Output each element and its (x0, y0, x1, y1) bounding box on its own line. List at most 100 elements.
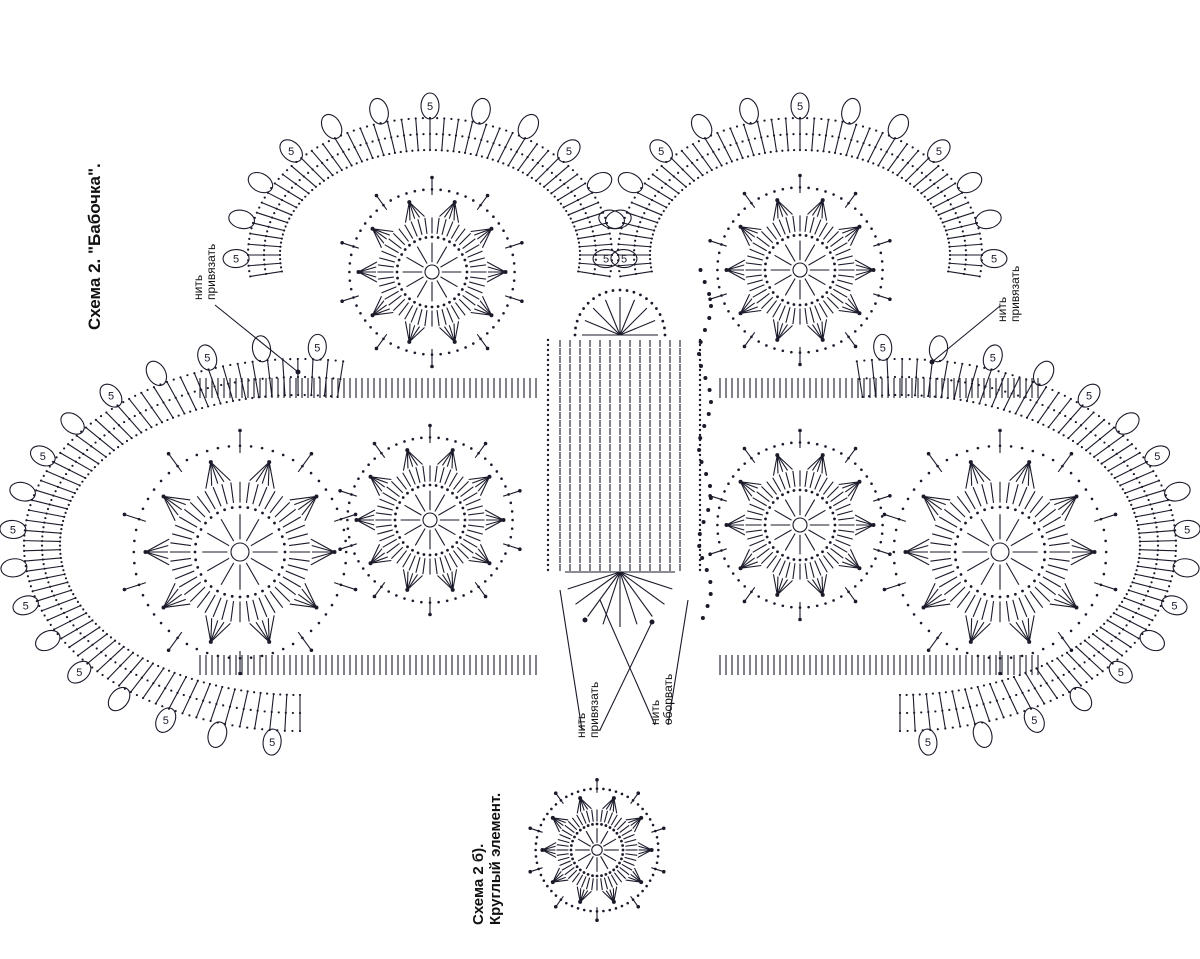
motif-outer-dot (840, 340, 843, 343)
motif-connector-tip (520, 240, 524, 245)
motif-dc-stitch (772, 303, 782, 318)
band-chain-dot (701, 174, 704, 177)
motif-petal-tip (639, 815, 644, 820)
band-chain-dot (318, 376, 321, 379)
band-chain-dot (248, 237, 251, 240)
body-edge-dot (698, 413, 702, 417)
motif-ring-dot (461, 530, 465, 534)
band-chain-dot (342, 150, 345, 153)
motif-petal-stitch (1070, 551, 1095, 566)
band-chain-dot (584, 182, 587, 185)
motif-outer-dot (576, 907, 580, 910)
band-chain-dot (88, 615, 91, 618)
band-chain-dot (1169, 580, 1172, 583)
band-chain-dot (1126, 464, 1129, 467)
band-chain-dot (1155, 562, 1158, 566)
band-chain-dot (918, 693, 921, 696)
motif-ring-dot (1006, 594, 1010, 598)
band-chain-dot (1057, 431, 1060, 434)
scallop-loop (35, 629, 61, 652)
antenna-chain-dot (707, 388, 712, 392)
motif-outer-dot (559, 799, 563, 802)
motif-outer-dot (291, 458, 295, 462)
band-chain-dot (1118, 632, 1121, 635)
motif-ring-dot (816, 238, 819, 242)
band-chain-dot (855, 360, 858, 363)
band-chain-dot (956, 216, 959, 219)
band-chain-dot (634, 272, 638, 276)
band-chain-dot (1020, 414, 1023, 417)
motif-connector (168, 631, 183, 651)
motif-dc-stitch (772, 558, 782, 573)
motif-dc-stitch (943, 508, 962, 523)
band-chain-dot (98, 437, 102, 441)
band-chain-dot (327, 139, 330, 143)
motif-ring-dot (776, 550, 779, 554)
band-chain-dot (161, 705, 164, 708)
band-chain-dot (50, 590, 54, 593)
band-chain-dot (97, 462, 100, 465)
motif-ring-dot (600, 822, 603, 826)
motif-ring-dot (199, 573, 203, 576)
motif-dc-stitch (804, 563, 808, 580)
motif-ring-dot (193, 550, 197, 554)
motif-outer-dot (927, 471, 931, 475)
band-chain-dot (562, 160, 565, 164)
band-chain-dot (1155, 526, 1158, 529)
band-chain-dot (539, 182, 542, 185)
band-chain-dot (436, 117, 439, 120)
motif-connector-tip (520, 299, 524, 304)
band-chain-dot (202, 718, 205, 721)
band-chain-dot (592, 234, 596, 238)
band-chain-dot (855, 123, 858, 126)
motif-petal-stitch (370, 548, 383, 564)
motif-outer-dot (723, 490, 726, 493)
band-chain-dot (46, 507, 50, 511)
motif-outer-dot (1031, 651, 1035, 655)
motif-outer-dot (185, 458, 189, 462)
band-chain-dot (263, 710, 266, 713)
motif-petal-stitch (923, 598, 946, 609)
motif-outer-dot (716, 515, 720, 518)
motif-ring-dot (204, 521, 207, 525)
band-chain-dot (134, 394, 137, 397)
motif-petal-stitch (841, 561, 860, 569)
band-chain-dot (177, 414, 180, 417)
band-chain-dot (249, 708, 252, 711)
band-chain-dot (72, 624, 75, 627)
motif-outer-dot (1077, 479, 1081, 483)
band-chain-dot (981, 721, 984, 724)
band-chain-dot (1095, 629, 1098, 632)
band-chain-dot (1131, 581, 1134, 584)
motif-ring-dot (448, 300, 451, 304)
band-chain-dot (975, 221, 979, 225)
motif-petal-stitch (740, 481, 759, 489)
band-chain-dot (332, 377, 335, 380)
motif-dc-stitch (826, 551, 839, 564)
motif-petal-stitch (609, 889, 615, 903)
motif-ring-dot (833, 523, 837, 527)
band-chain-dot (779, 133, 782, 136)
motif-dc-stitch (749, 284, 765, 292)
body-edge-dot (546, 358, 550, 362)
body-edge-dot (546, 373, 550, 377)
motif-inner-spoke (784, 244, 796, 262)
stitch-count-mark: 5 (1171, 600, 1177, 612)
band-chain-dot (376, 155, 380, 158)
motif-outer-dot (757, 452, 760, 455)
motif-inner-spoke (577, 853, 591, 862)
motif-petal-stitch (358, 266, 377, 273)
band-chain-dot (1173, 559, 1177, 563)
motif-petal-stitch (404, 321, 410, 343)
band-chain-dot (907, 393, 910, 397)
motif-connector-tip (353, 587, 358, 592)
band-chain-dot (1106, 666, 1109, 669)
band-chain-dot (675, 153, 678, 156)
band-chain-dot (263, 244, 266, 247)
motif-dc-stitch (1042, 576, 1062, 588)
motif-outer-dot (405, 349, 408, 352)
motif-dc-stitch (393, 298, 406, 311)
band-chain-dot (541, 165, 544, 168)
band-chain-dot (1106, 643, 1109, 646)
band-chain-dot (964, 249, 967, 252)
